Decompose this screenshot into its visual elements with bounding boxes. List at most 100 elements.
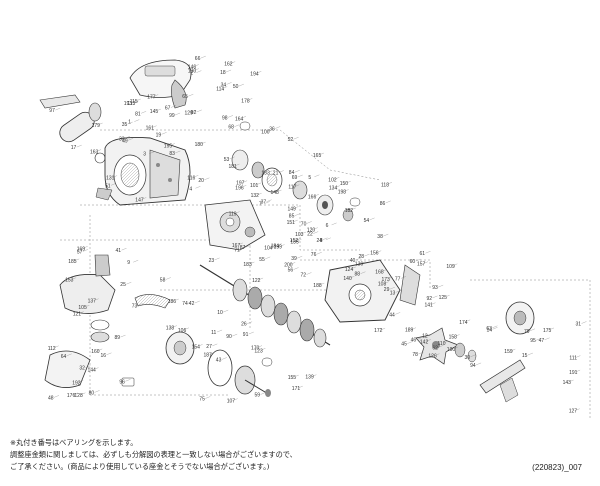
part-number-label: 102 <box>328 177 337 183</box>
leader-line <box>415 258 421 262</box>
part-number-label: 144 <box>88 368 97 374</box>
part-number-labels: 1234567891011121314151617181920212223242… <box>48 55 587 415</box>
notes-block: ※丸付き番号はベアリングを示します。 調整座金類に関しましては、必ずしも分解図の… <box>10 437 570 473</box>
leader-line <box>226 82 232 85</box>
part-number-label: 170 <box>251 346 260 352</box>
handle-assembly <box>479 301 535 403</box>
part-number-label: 13 <box>390 290 396 296</box>
leader-line <box>126 282 132 285</box>
leader-line <box>276 189 282 193</box>
leader-line <box>385 200 391 204</box>
part-number-label: 116 <box>187 175 195 181</box>
leader-line <box>169 143 175 146</box>
leader-line <box>82 246 88 249</box>
part-number-label: 100 <box>261 130 270 136</box>
part-number-label: 72 <box>301 273 307 279</box>
leader-line <box>214 257 220 261</box>
leader-line <box>151 125 157 128</box>
leader-line <box>232 398 238 401</box>
part-number-label: 39 <box>291 256 297 262</box>
part-number-label: 61 <box>420 251 426 257</box>
leader-line <box>568 379 574 383</box>
part-number-label: 188 <box>313 283 322 289</box>
leader-line <box>204 177 210 180</box>
part-number-label: 3 <box>143 152 146 158</box>
leader-line <box>209 352 215 355</box>
leader-line <box>395 312 401 315</box>
part-number-label: 48 <box>48 395 54 401</box>
part-number-label: 111 <box>569 356 577 362</box>
part-number-label: 123 <box>254 348 263 354</box>
part-number-label: 59 <box>255 393 261 399</box>
part-number-label: 18 <box>220 70 226 76</box>
part-number-label: 191 <box>569 370 578 376</box>
part-number-label: 88 <box>355 272 361 278</box>
part-number-label: 127 <box>569 409 578 415</box>
part-number-label: 185 <box>68 259 77 265</box>
part-number-label: 90 <box>226 334 232 340</box>
leader-line <box>193 175 199 178</box>
leader-line <box>265 256 271 260</box>
leader-line <box>293 374 299 378</box>
part-number-label: 50 <box>233 84 239 90</box>
leader-line <box>97 122 103 126</box>
leader-line <box>234 211 240 214</box>
leader-line <box>438 284 444 288</box>
part-number-label: 186 <box>168 299 177 305</box>
part-number-label: 1 <box>128 120 131 126</box>
leader-line <box>121 248 127 251</box>
leader-line <box>247 98 253 101</box>
levelwind-and-clamp <box>44 254 171 388</box>
part-number-label: 198 <box>338 190 347 196</box>
main-frame <box>95 137 191 206</box>
part-number-label: 115 <box>130 99 138 105</box>
leader-line <box>193 68 199 71</box>
leader-line <box>55 107 61 111</box>
leader-line <box>349 276 355 279</box>
part-number-label: 169 <box>77 246 86 252</box>
part-number-label: 10 <box>217 310 223 316</box>
part-number-label: 194 <box>250 71 259 77</box>
part-number-label: 53 <box>224 157 230 163</box>
leader-line <box>221 357 227 360</box>
part-number-label: 15 <box>522 353 528 359</box>
part-number-label: 167 <box>232 243 241 249</box>
leader-line <box>434 353 440 356</box>
center-gear-plate <box>204 199 266 251</box>
part-number-label: 62 <box>432 345 438 351</box>
leader-line <box>316 252 322 255</box>
part-number-label: 67 <box>165 106 171 112</box>
leader-line <box>226 69 232 73</box>
leader-line <box>175 150 181 154</box>
part-number-label: 92 <box>427 296 433 302</box>
part-number-label: 173 <box>382 277 391 283</box>
leader-line <box>432 295 438 299</box>
part-number-label: 21 <box>273 171 279 177</box>
part-number-label: 107 <box>227 399 236 405</box>
part-number-label: 77 <box>395 276 401 282</box>
leader-line <box>153 94 159 97</box>
part-number-label: 120 <box>307 228 316 234</box>
leader-line <box>544 337 550 340</box>
part-number-label: 113 <box>127 101 135 107</box>
leader-line <box>196 70 202 73</box>
part-number-label: 192 <box>72 380 81 386</box>
left-cylinder-assembly <box>39 94 106 164</box>
leader-line <box>306 221 312 224</box>
leader-line <box>129 100 135 104</box>
part-number-label: 96 <box>119 379 125 385</box>
leader-line <box>313 231 319 234</box>
part-number-label: 181 <box>229 164 238 170</box>
leader-line <box>395 290 401 293</box>
part-number-label: 7 <box>259 201 262 207</box>
part-number-label: 86 <box>380 201 386 207</box>
part-number-label: 132 <box>251 193 260 199</box>
part-number-label: 143 <box>563 380 572 386</box>
gear-train-upper <box>231 149 354 222</box>
part-number-label: 112 <box>48 346 56 352</box>
leader-line <box>322 237 328 240</box>
leader-line <box>232 333 238 337</box>
part-number-label: 179 <box>92 123 101 129</box>
leader-line <box>256 193 262 196</box>
part-number-label: 151 <box>287 220 296 226</box>
